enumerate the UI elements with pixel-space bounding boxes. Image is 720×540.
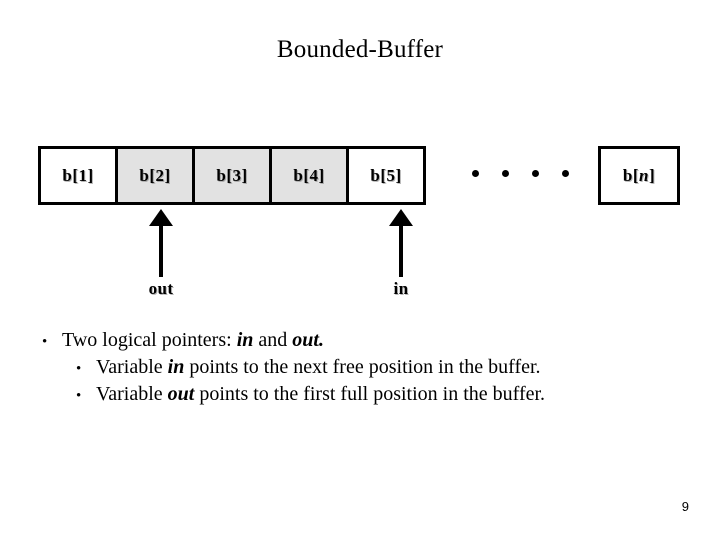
buffer-cell-row: b[1] b[2] b[3] b[4] b[5] bbox=[38, 146, 426, 205]
ellipsis-dots bbox=[470, 168, 580, 180]
buffer-cell-3: b[3] bbox=[192, 146, 272, 205]
pointer-in-label: in bbox=[393, 279, 409, 298]
bullet-text: Variable out points to the first full po… bbox=[96, 383, 546, 405]
buffer-cell-5: b[5] bbox=[346, 146, 426, 205]
bullet-list: • Two logical pointers: in and out. • Varia… bbox=[38, 328, 688, 409]
ellipsis-dot bbox=[532, 170, 539, 177]
buffer-cell-label: b[1] bbox=[62, 165, 94, 185]
page-number: 9 bbox=[681, 499, 689, 514]
buffer-cell-1: b[1] bbox=[38, 146, 118, 205]
buffer-cell-label: b[4] bbox=[293, 165, 325, 185]
bullet-marker-icon: • bbox=[42, 334, 48, 350]
bullet-text: Variable in points to the next free posi… bbox=[96, 356, 541, 378]
buffer-cell-label: b[n] bbox=[622, 165, 656, 185]
arrow-up-icon bbox=[389, 209, 413, 226]
pointer-out-label: out bbox=[148, 279, 174, 298]
ellipsis-dot bbox=[502, 170, 509, 177]
arrow-up-icon bbox=[149, 209, 173, 226]
bullet-text: Two logical pointers: in and out. bbox=[62, 329, 324, 351]
ellipsis-dot bbox=[472, 170, 479, 177]
bullet-marker-icon: • bbox=[76, 388, 82, 404]
bullet-item: • Variable out points to the first full p… bbox=[38, 382, 688, 409]
buffer-cell-4: b[4] bbox=[269, 146, 349, 205]
buffer-cell-label: b[3] bbox=[216, 165, 248, 185]
bullet-marker-icon: • bbox=[76, 361, 82, 377]
arrow-shaft bbox=[159, 225, 163, 277]
page-title: Bounded-Buffer bbox=[276, 36, 444, 63]
buffer-cell-2: b[2] bbox=[115, 146, 195, 205]
bullet-item: • Variable in points to the next free pos… bbox=[38, 355, 688, 382]
arrow-shaft bbox=[399, 225, 403, 277]
buffer-cell-tail: b[n] bbox=[598, 146, 680, 205]
bullet-item: • Two logical pointers: in and out. bbox=[38, 328, 688, 355]
buffer-cell-label: b[2] bbox=[139, 165, 171, 185]
buffer-cell-label: b[5] bbox=[370, 165, 402, 185]
ellipsis-dot bbox=[562, 170, 569, 177]
bounded-buffer-diagram: b[1] b[2] b[3] b[4] b[5] b[n] out in bbox=[38, 146, 680, 298]
